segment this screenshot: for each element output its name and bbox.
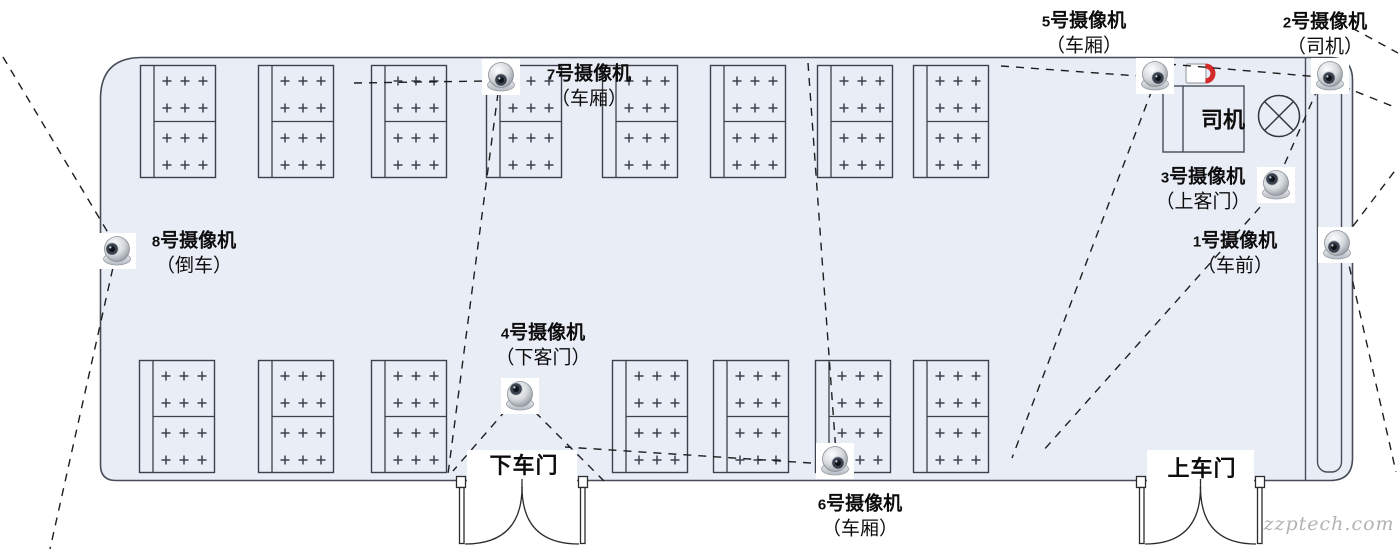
camera-area: （上客门）	[1155, 191, 1251, 213]
seat-plus-marks	[280, 76, 326, 170]
camera-view-lines	[2, 27, 1399, 550]
dome-camera-icon-2	[1311, 58, 1349, 94]
camera-area: （车厢）	[821, 518, 899, 540]
camera-name: 号摄像机	[1291, 11, 1368, 33]
driver-area-box	[1162, 85, 1245, 153]
dome-camera-icon-4	[501, 378, 539, 414]
seat-block	[912, 359, 990, 474]
seat-block	[816, 64, 894, 179]
camera-number: 6	[817, 496, 827, 514]
camera-view-line	[564, 446, 827, 465]
watermark: zzptech.com	[1263, 513, 1395, 535]
camera-name: 号摄像机	[826, 493, 903, 515]
camera-number: 2	[1282, 14, 1292, 32]
camera-area: （下客门）	[495, 347, 591, 369]
camera-name: 号摄像机	[1201, 230, 1278, 252]
camera-view-line	[1345, 251, 1397, 473]
seat-block	[601, 64, 679, 179]
seat-block	[257, 64, 335, 179]
camera-area: （车厢）	[550, 88, 628, 110]
bus-body	[99, 56, 1354, 482]
camera-name: 号摄像机	[555, 63, 632, 85]
seat-plus-marks	[162, 76, 208, 170]
driver-box-label: 司机	[1201, 107, 1246, 133]
exit-door-label: 下车门	[489, 453, 559, 478]
camera-name: 号摄像机	[160, 230, 237, 252]
seat-plus-marks	[393, 371, 439, 465]
entry-door	[1135, 475, 1266, 545]
camera-view-line	[452, 409, 507, 472]
camera-number: 3	[1160, 169, 1170, 187]
camera-area: （司机）	[1286, 36, 1364, 58]
camera-label-8: 8号摄像机 （倒车）	[152, 230, 236, 279]
seat-plus-marks	[935, 371, 981, 465]
seat-block	[257, 359, 335, 474]
seat-plus-marks	[634, 371, 680, 465]
camera-label-7: 7号摄像机 （车厢）	[547, 63, 631, 112]
dome-camera-icon-7	[482, 59, 520, 95]
camera-view-line	[1341, 85, 1398, 109]
seat-plus-marks	[280, 371, 326, 465]
camera-number: 1	[1192, 233, 1202, 251]
camera-view-line	[1041, 195, 1271, 453]
camera-area: （车前）	[1196, 255, 1274, 277]
camera-label-1: 1号摄像机 （车前）	[1193, 230, 1277, 279]
dome-camera-icon-1	[1318, 227, 1356, 263]
camera-number: 8	[151, 233, 161, 251]
seat-plus-marks	[837, 371, 883, 465]
camera-view-line	[2, 56, 117, 247]
seat-block	[370, 359, 448, 474]
seat-blocks	[138, 64, 990, 474]
camera-label-4: 4号摄像机 （下客门）	[495, 322, 590, 371]
camera-label-3: 3号摄像机 （上客门）	[1155, 166, 1250, 215]
seat-plus-marks	[393, 76, 439, 170]
camera-area: （倒车）	[155, 255, 233, 277]
camera-name: 号摄像机	[509, 322, 586, 344]
camera-number: 5	[1041, 13, 1051, 31]
camera-label-6: 6号摄像机 （车厢）	[818, 493, 902, 542]
seat-block	[138, 359, 216, 474]
camera-number: 7	[546, 66, 556, 84]
seat-block	[709, 64, 787, 179]
seat-block	[370, 64, 448, 179]
seat-block	[139, 64, 217, 179]
camera-view-line	[1167, 63, 1321, 78]
exit-door	[455, 475, 589, 545]
camera-view-line	[353, 80, 487, 84]
dome-camera-icon-3	[1257, 167, 1295, 203]
camera-area: （车厢）	[1045, 35, 1123, 57]
seat-plus-marks	[732, 76, 778, 170]
camera-name: 号摄像机	[1050, 10, 1127, 32]
camera-label-2: 2号摄像机 （司机）	[1283, 11, 1367, 60]
dome-camera-icon-8	[98, 233, 136, 269]
camera-view-line	[1000, 65, 1139, 77]
camera-number: 4	[500, 325, 510, 343]
dome-camera-icon-5	[1136, 58, 1174, 94]
seat-block	[712, 359, 790, 474]
seat-plus-marks	[839, 76, 885, 170]
seat-plus-marks	[161, 371, 207, 465]
camera-view-line	[447, 92, 499, 475]
dome-camera-icon-6	[816, 443, 854, 479]
camera-view-line	[807, 62, 837, 454]
entry-door-label: 上车门	[1167, 456, 1237, 481]
seat-plus-marks	[624, 76, 670, 170]
seat-plus-marks	[735, 371, 781, 465]
camera-view-line	[49, 253, 117, 550]
camera-name: 号摄像机	[1169, 166, 1246, 188]
seat-plus-marks	[935, 76, 981, 170]
seat-block	[611, 359, 689, 474]
seat-block	[912, 64, 990, 179]
camera-view-line	[1011, 89, 1153, 459]
steering-wheel-icon	[1257, 94, 1301, 138]
camera-label-5: 5号摄像机 （车厢）	[1042, 10, 1126, 59]
camera-view-line	[534, 411, 605, 482]
